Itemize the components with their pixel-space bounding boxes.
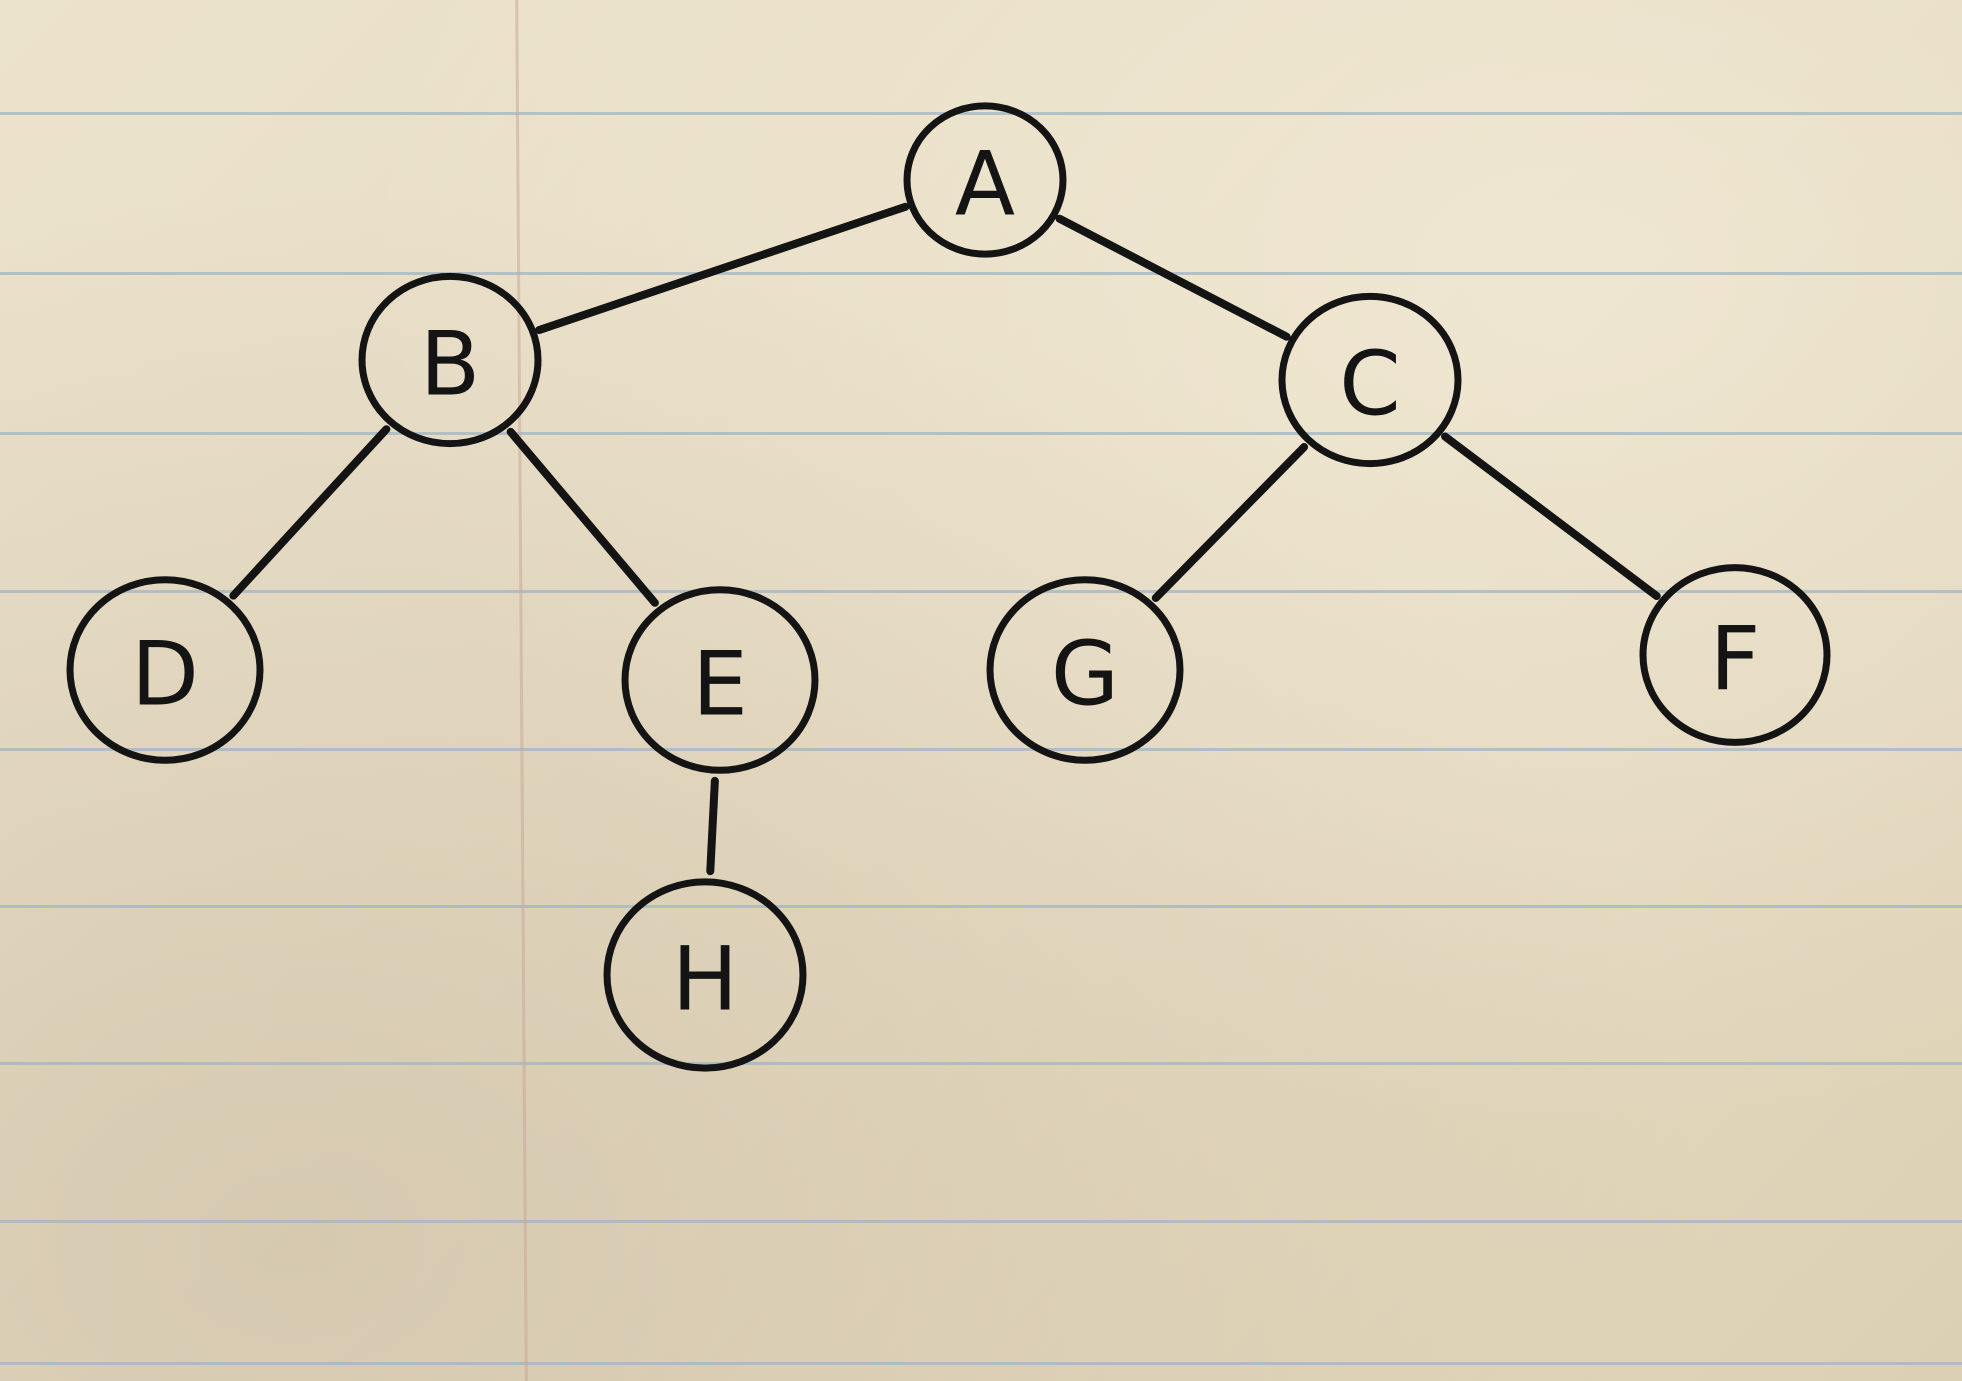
edge-e-h [706, 776, 719, 876]
node-label: B [420, 313, 480, 416]
node-label: D [131, 623, 199, 726]
edge-c-f [1441, 432, 1661, 601]
rule-line [0, 748, 1962, 751]
node-circle [1278, 292, 1462, 468]
rule-line [0, 1362, 1962, 1365]
node-label: G [1051, 623, 1119, 726]
node-label: F [1710, 608, 1761, 711]
edge-b-d [229, 425, 391, 600]
node-label: H [672, 928, 738, 1031]
node-circle [66, 576, 264, 764]
edges-layer [229, 202, 1661, 876]
node-label: C [1339, 333, 1400, 436]
rule-line [0, 590, 1962, 593]
edge-a-c [1055, 214, 1291, 341]
node-d: D [66, 576, 264, 764]
node-circle [358, 272, 542, 448]
nodes-layer: A B C D E G F H [66, 102, 1831, 1072]
node-circle [621, 586, 819, 774]
rule-line [0, 905, 1962, 908]
edge-a-b [535, 202, 910, 335]
node-circle [1639, 564, 1831, 746]
rule-line [0, 272, 1962, 275]
edge-b-e [506, 427, 659, 607]
node-c: C [1278, 292, 1462, 468]
node-h: H [603, 878, 807, 1072]
rule-line [0, 1220, 1962, 1223]
node-a: A [903, 102, 1067, 258]
node-circle [603, 878, 807, 1072]
rule-line [0, 112, 1962, 115]
node-f: F [1639, 564, 1831, 746]
node-b: B [358, 272, 542, 448]
node-e: E [621, 586, 819, 774]
node-circle [986, 576, 1184, 764]
rule-line [0, 1062, 1962, 1065]
node-label: E [692, 633, 748, 736]
node-circle [903, 102, 1067, 258]
rule-line [0, 432, 1962, 435]
edge-c-g [1151, 443, 1309, 602]
node-g: G [986, 576, 1184, 764]
node-label: A [955, 133, 1015, 236]
